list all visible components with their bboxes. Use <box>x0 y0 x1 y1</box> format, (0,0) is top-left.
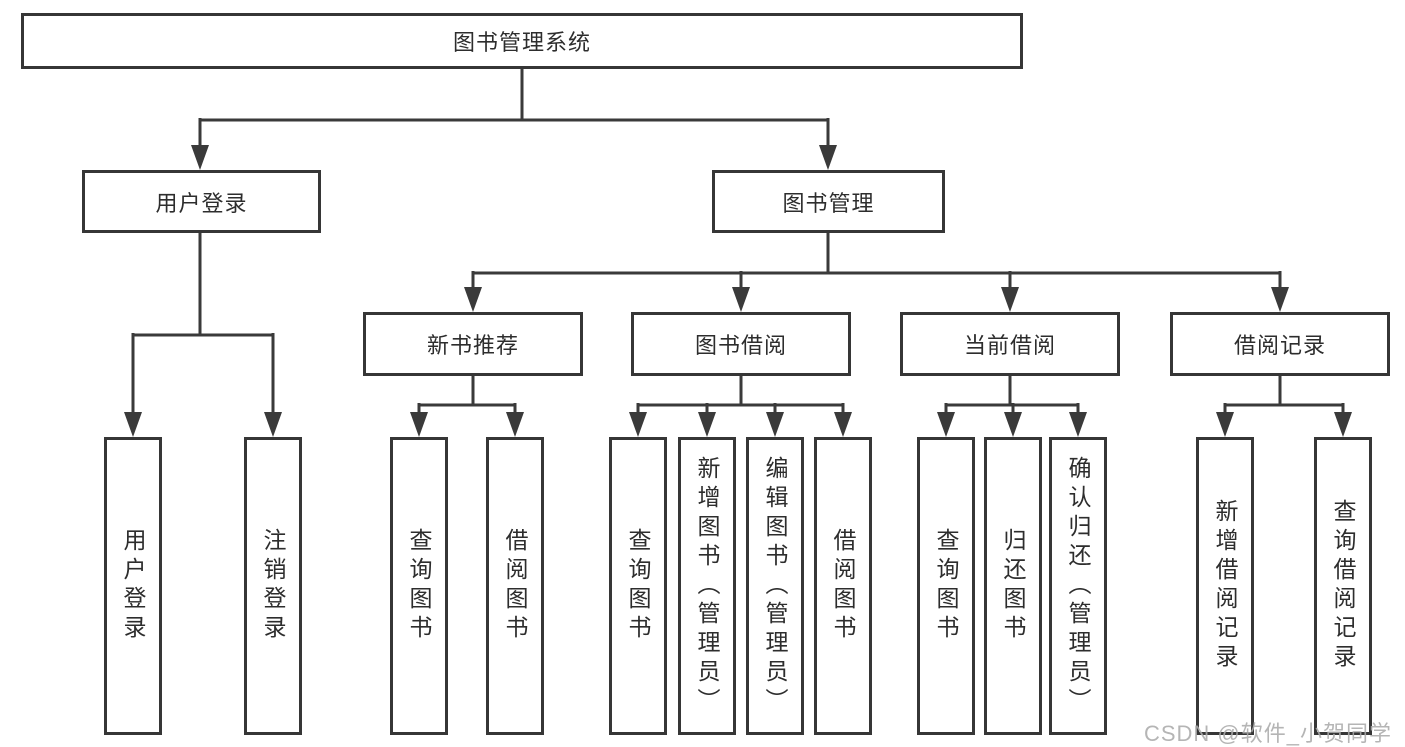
leaf-confirm-return-admin-label: 确认归还（管理员） <box>1065 455 1091 717</box>
leaf-return-books-label: 归还图书 <box>1000 528 1026 644</box>
leaf-borrow-books-2: 借阅图书 <box>814 437 872 735</box>
node-new-book-recommend-label: 新书推荐 <box>426 333 519 358</box>
leaf-logout: 注销登录 <box>244 437 302 735</box>
leaf-borrow-books-2-label: 借阅图书 <box>830 528 856 644</box>
leaf-user-login-label: 用户登录 <box>120 528 146 644</box>
leaf-borrow-books-1-label: 借阅图书 <box>502 528 528 644</box>
leaf-confirm-return-admin: 确认归还（管理员） <box>1049 437 1107 735</box>
csdn-watermark: CSDN @软件_小贺同学 <box>1143 721 1392 746</box>
leaf-borrow-books-1: 借阅图书 <box>486 437 544 735</box>
node-borrowing-records: 借阅记录 <box>1170 312 1390 376</box>
node-borrowing-records-label: 借阅记录 <box>1233 333 1326 358</box>
node-book-management-label: 图书管理 <box>782 190 875 216</box>
node-user-login: 用户登录 <box>82 170 321 233</box>
leaf-query-books-3-label: 查询图书 <box>933 528 959 644</box>
node-current-borrowing: 当前借阅 <box>900 312 1120 376</box>
node-book-borrowing-label: 图书借阅 <box>694 333 787 358</box>
leaf-query-books-2-label: 查询图书 <box>625 528 651 644</box>
leaf-query-books-2: 查询图书 <box>609 437 667 735</box>
node-book-management: 图书管理 <box>712 170 945 233</box>
leaf-query-books-1: 查询图书 <box>390 437 448 735</box>
leaf-add-borrow-record-label: 新增借阅记录 <box>1212 499 1238 673</box>
node-root-label: 图书管理系统 <box>452 30 591 55</box>
node-user-login-label: 用户登录 <box>155 190 248 216</box>
leaf-user-login: 用户登录 <box>104 437 162 735</box>
leaf-query-books-1-label: 查询图书 <box>406 528 432 644</box>
leaf-edit-books-admin-label: 编辑图书（管理员） <box>762 455 788 717</box>
leaf-query-borrow-record: 查询借阅记录 <box>1314 437 1372 735</box>
leaf-add-books-admin-label: 新增图书（管理员） <box>694 455 720 717</box>
leaf-return-books: 归还图书 <box>984 437 1042 735</box>
leaf-edit-books-admin: 编辑图书（管理员） <box>746 437 804 735</box>
leaf-query-books-3: 查询图书 <box>917 437 975 735</box>
node-book-borrowing: 图书借阅 <box>631 312 851 376</box>
leaf-add-borrow-record: 新增借阅记录 <box>1196 437 1254 735</box>
arrowheads <box>124 145 1352 437</box>
leaf-query-borrow-record-label: 查询借阅记录 <box>1330 499 1356 673</box>
leaf-logout-label: 注销登录 <box>260 528 286 644</box>
node-current-borrowing-label: 当前借阅 <box>963 333 1056 358</box>
node-new-book-recommend: 新书推荐 <box>363 312 583 376</box>
node-root-system: 图书管理系统 <box>21 13 1023 69</box>
leaf-add-books-admin: 新增图书（管理员） <box>678 437 736 735</box>
